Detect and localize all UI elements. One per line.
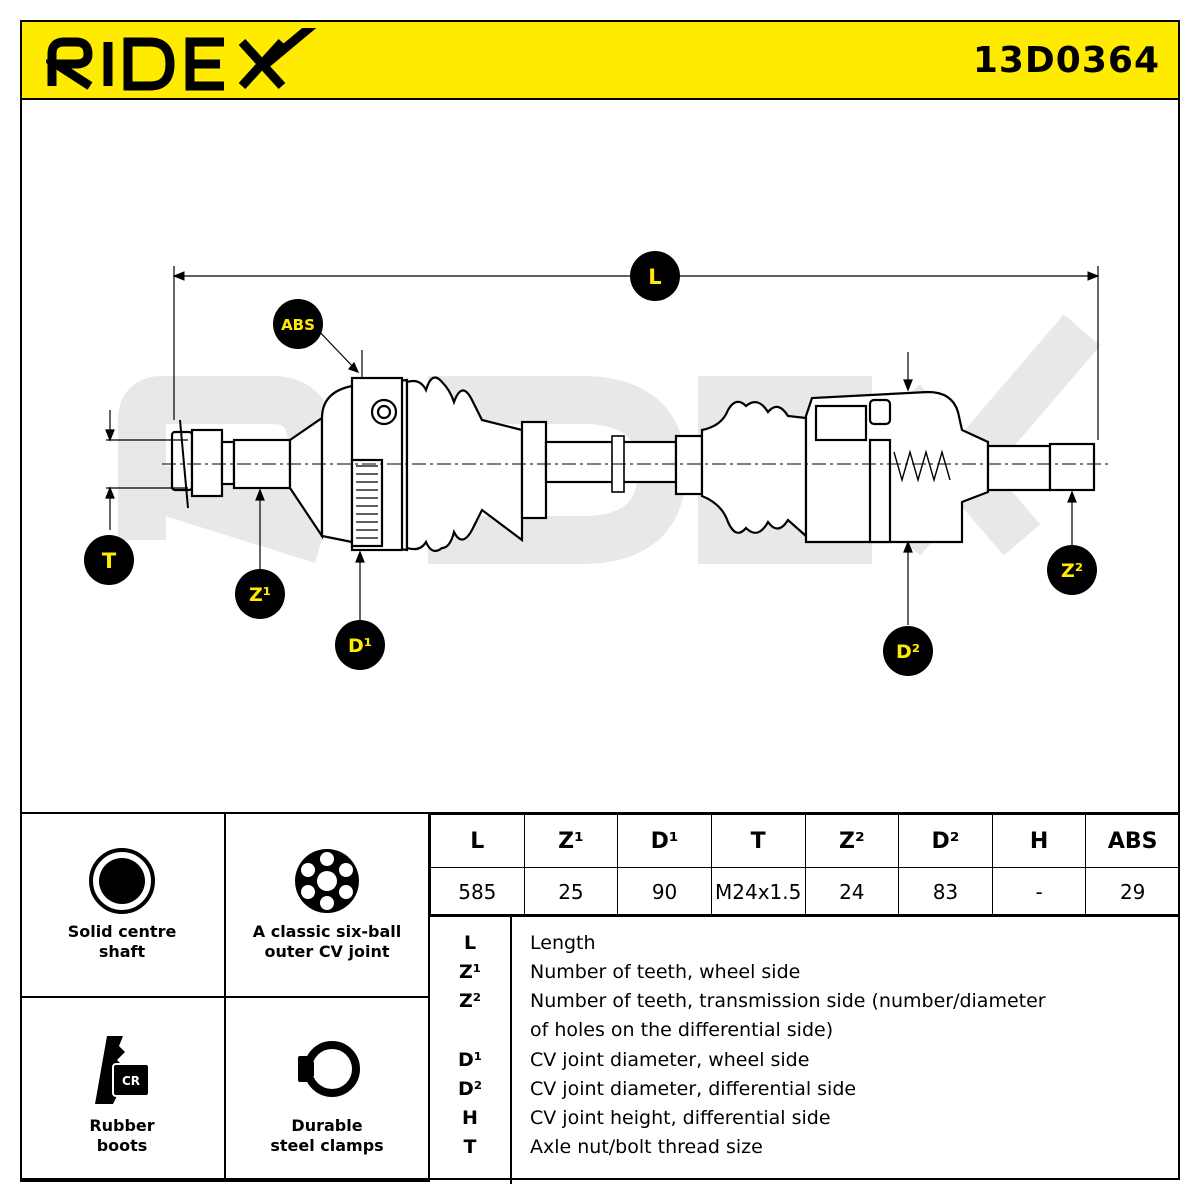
feature-label: Durable steel clamps (270, 1116, 384, 1155)
legend-row: T Axle nut/bolt thread size (430, 1136, 1180, 1165)
legend-key: D¹ (457, 1049, 483, 1071)
svg-text:L: L (648, 265, 661, 289)
legend-text: of holes on the differential side) (530, 1019, 834, 1041)
spec-header: L (430, 814, 525, 868)
legend-key: T (463, 1136, 477, 1158)
badge-z2: Z² (1047, 545, 1097, 595)
svg-text:D¹: D¹ (348, 635, 372, 657)
legend-row: Z² Number of teeth, transmission side (n… (430, 990, 1180, 1019)
spec-value: 83 (898, 867, 993, 917)
legend-row: H CV joint height, differential side (430, 1107, 1180, 1136)
drive-shaft-drawing: L ABS T Z¹ D¹ Z² D² (84, 251, 1112, 676)
leader-lines (255, 325, 1077, 625)
badge-l: L (630, 251, 680, 301)
six-ball-joint-icon (295, 849, 359, 913)
legend-text: Number of teeth, wheel side (530, 961, 801, 983)
spec-header: D² (898, 814, 993, 868)
rubber-boot-icon: CR (95, 1036, 150, 1104)
legend-row: Z¹ Number of teeth, wheel side (430, 961, 1180, 990)
badge-d1: D¹ (335, 620, 385, 670)
feature-rubber-boots: CR Rubber boots (20, 998, 226, 1182)
feature-label: Solid centre shaft (67, 922, 177, 961)
spec-value: 25 (523, 867, 619, 917)
spec-value: 24 (804, 867, 900, 917)
legend: L Length Z¹ Number of teeth, wheel side … (430, 914, 1180, 1184)
feature-steel-clamps: Durable steel clamps (226, 998, 430, 1182)
legend-key: Z¹ (458, 961, 482, 983)
legend-text: Length (530, 932, 596, 954)
part-number: 13D0364 (972, 40, 1160, 81)
spec-table: L Z¹ D¹ T Z² D² H ABS 585 25 90 M24x1.5 … (430, 814, 1180, 917)
spec-header: Z² (804, 814, 900, 868)
spec-value: 90 (617, 867, 712, 917)
spec-value: - (991, 867, 1087, 917)
legend-text: CV joint height, differential side (530, 1107, 831, 1129)
spec-value: 29 (1085, 867, 1180, 917)
legend-key: D² (457, 1078, 483, 1100)
solid-shaft-icon (89, 848, 155, 914)
spec-header: T (710, 814, 806, 868)
legend-key: L (463, 932, 477, 954)
svg-text:ABS: ABS (281, 316, 315, 334)
ridex-logo (46, 28, 316, 91)
legend-row: of holes on the differential side) (430, 1019, 1180, 1048)
feature-six-ball-joint: A classic six-ball outer CV joint (226, 814, 430, 998)
legend-row: D² CV joint diameter, differential side (430, 1078, 1180, 1107)
spec-value: 585 (430, 867, 525, 917)
legend-row: D¹ CV joint diameter, wheel side (430, 1049, 1180, 1078)
spec-header-row: L Z¹ D¹ T Z² D² H ABS (430, 814, 1180, 868)
badge-z1: Z¹ (235, 569, 285, 619)
spec-header: Z¹ (523, 814, 619, 868)
header-bar: 13D0364 (20, 20, 1180, 100)
spec-value: M24x1.5 (710, 867, 806, 917)
feature-label: Rubber boots (89, 1116, 155, 1155)
feature-label: A classic six-ball outer CV joint (252, 922, 402, 961)
badge-abs: ABS (273, 299, 323, 349)
badge-d2: D² (883, 626, 933, 676)
spec-header: H (991, 814, 1087, 868)
svg-text:Z¹: Z¹ (249, 584, 271, 606)
legend-key: Z² (458, 990, 482, 1012)
svg-text:D²: D² (896, 641, 920, 663)
legend-text: Axle nut/bolt thread size (530, 1136, 763, 1158)
spec-header: D¹ (617, 814, 712, 868)
cr-badge: CR (122, 1074, 140, 1088)
badge-t: T (84, 535, 134, 585)
legend-row: L Length (430, 932, 1180, 961)
legend-text: CV joint diameter, differential side (530, 1078, 857, 1100)
spec-header: ABS (1085, 814, 1180, 868)
legend-text: Number of teeth, transmission side (numb… (530, 990, 1046, 1012)
legend-divider (510, 916, 512, 1184)
feature-solid-shaft: Solid centre shaft (20, 814, 226, 998)
info-section: Solid centre shaft A classic six-ball ou… (20, 812, 1180, 1184)
svg-text:T: T (102, 549, 117, 573)
legend-text: CV joint diameter, wheel side (530, 1049, 810, 1071)
svg-text:Z²: Z² (1061, 560, 1083, 582)
thread-dimension (105, 410, 188, 530)
clamp-icon (298, 1041, 360, 1097)
spec-value-row: 585 25 90 M24x1.5 24 83 - 29 (430, 867, 1180, 917)
legend-key: H (462, 1107, 478, 1129)
